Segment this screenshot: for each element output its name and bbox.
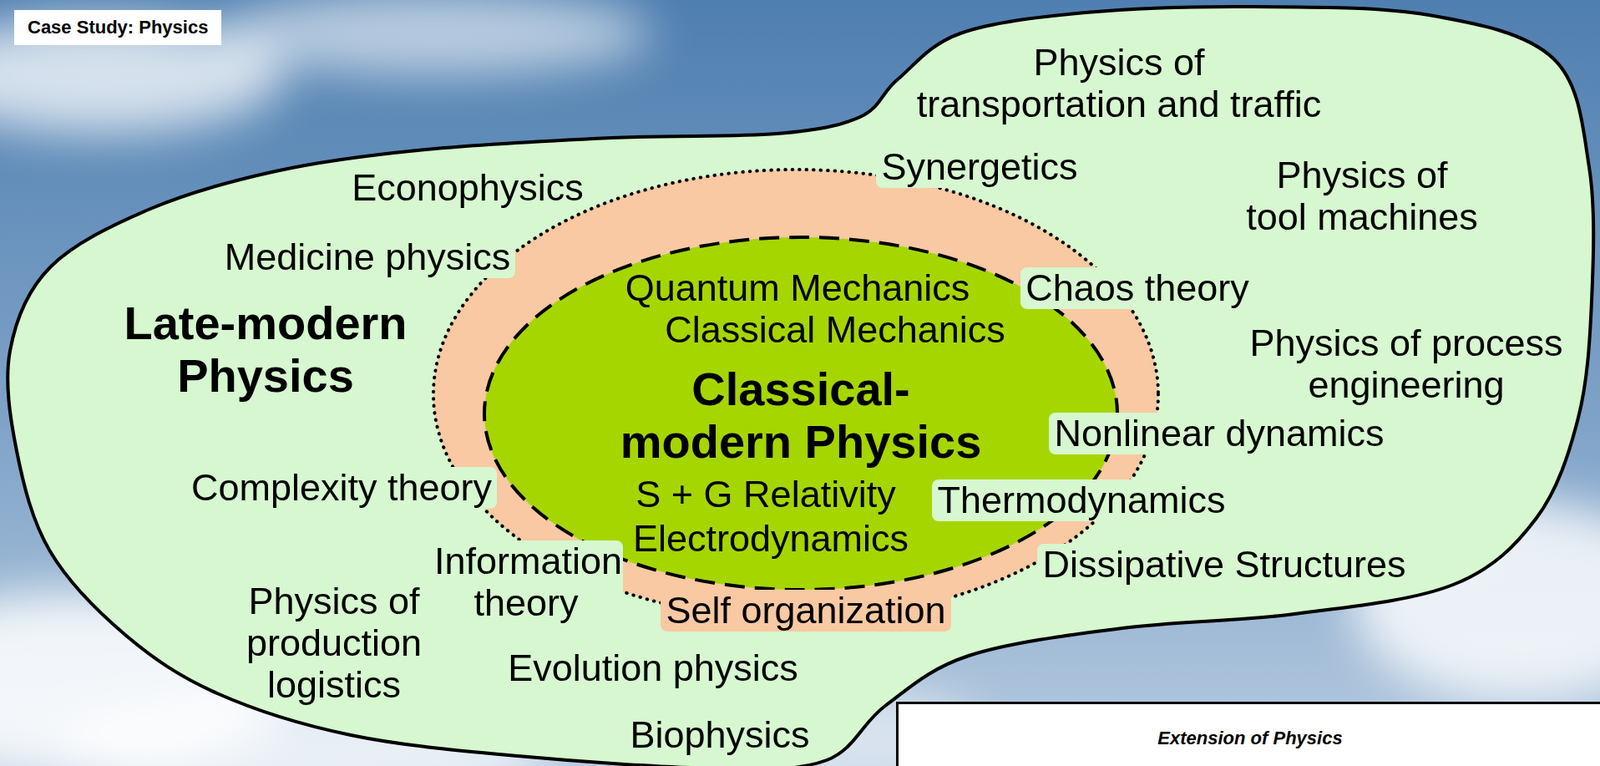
region-title: Late-modern Physics — [122, 296, 409, 402]
field-label: Classical Mechanics — [664, 308, 1006, 351]
field-label: Physics of transportation and traffic — [916, 41, 1323, 126]
field-label: Evolution physics — [507, 647, 799, 689]
field-label: Econophysics — [351, 167, 584, 209]
field-label: Nonlinear dynamics — [1048, 412, 1389, 455]
field-label: Physics of process engineering — [1248, 322, 1565, 406]
case-study-box: Case Study: Physics — [14, 10, 222, 46]
field-label: Thermodynamics — [931, 479, 1231, 522]
region-title: Classical-modern Physics — [619, 362, 983, 468]
field-label: Biophysics — [629, 713, 810, 756]
field-label: Chaos theory — [1020, 267, 1255, 309]
field-label: Electrodynamics — [632, 517, 909, 560]
field-label: Complexity theory — [186, 466, 497, 509]
extension-box: Extension of Physics — [896, 701, 1600, 766]
field-label: Physics of production logistics — [246, 580, 423, 706]
region-outline — [7, 6, 1594, 766]
field-label: Physics of tool machines — [1245, 154, 1479, 238]
field-label: Dissipative Structures — [1037, 543, 1411, 586]
field-label: Information theory — [429, 540, 623, 624]
field-label: Synergetics — [875, 146, 1083, 188]
extension-note: Extension of Physics — [1157, 727, 1342, 749]
case-study-title: Case Study: Physics — [27, 16, 208, 39]
field-label: Quantum Mechanics — [625, 267, 971, 309]
field-label: S + G Relativity — [635, 473, 896, 516]
field-label: Self organization — [660, 589, 951, 632]
field-label: Medicine physics — [219, 236, 517, 279]
